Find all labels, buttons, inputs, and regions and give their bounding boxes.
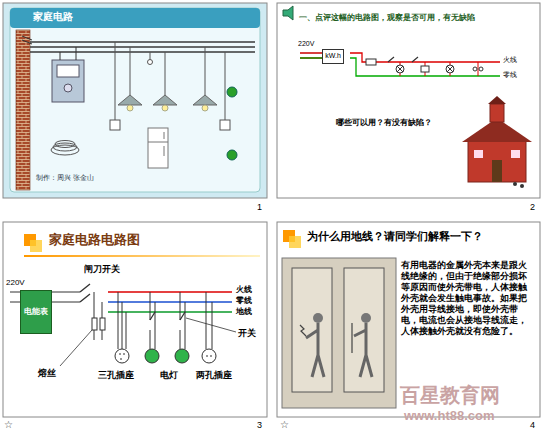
label: 零线 <box>503 71 517 79</box>
slide-4-art <box>277 222 540 417</box>
label: 百星教育网 <box>400 384 500 407</box>
label: ☆ <box>4 419 13 431</box>
node-body: 有用电器的金属外壳本来是跟火线绝缘的，但由于绝缘部分损坏等原因而使外壳带电，人体… <box>401 260 533 337</box>
node-heading: 家庭电路电路图 <box>49 232 140 248</box>
meter-box: kW.h <box>322 49 344 64</box>
label: 零线 <box>236 296 252 305</box>
node-heading: 家庭电路 <box>33 11 73 24</box>
node-heading: 电能表 <box>24 307 48 317</box>
label: 220V <box>6 278 25 287</box>
school-clipart <box>462 96 532 188</box>
label: 火线 <box>503 56 517 64</box>
node-heading: kW.h <box>325 52 341 61</box>
label: 1 <box>257 202 262 212</box>
label: 3 <box>257 420 262 430</box>
label: 电灯 <box>160 370 178 380</box>
label: 闸刀开关 <box>84 264 120 274</box>
label: 哪些可以用？有没有缺陷？ <box>336 118 432 127</box>
label: 地线 <box>236 307 252 316</box>
label: 4 <box>530 420 535 430</box>
node-heading: 为什么用地线？请同学们解释一下？ <box>307 230 535 244</box>
slide-3-art <box>3 222 267 417</box>
label: 220V <box>298 40 314 48</box>
label: 制作：周兴 张金山 <box>36 174 94 182</box>
node-heading: 一、点评这幅的电路图，观察是否可用，有无缺陷 <box>299 13 534 23</box>
label: 开关 <box>238 328 256 338</box>
label: 熔丝 <box>38 368 56 378</box>
slide-panel: 家庭电路 <box>3 3 267 198</box>
label: 两孔插座 <box>196 370 232 380</box>
label: 2 <box>530 202 535 212</box>
slide-2-art <box>277 3 540 198</box>
slide-1-art <box>3 3 267 198</box>
label: 火线 <box>236 285 252 294</box>
label: 三孔插座 <box>98 370 134 380</box>
label: www.ht88.com <box>404 409 495 424</box>
slide-panel: 一、点评这幅的电路图，观察是否可用，有无缺陷 kW.h <box>277 3 540 198</box>
meter-box: 电能表 <box>20 290 52 334</box>
label: ☆ <box>280 419 289 431</box>
slide-panel: 家庭电路电路图电能表 <box>3 222 267 417</box>
